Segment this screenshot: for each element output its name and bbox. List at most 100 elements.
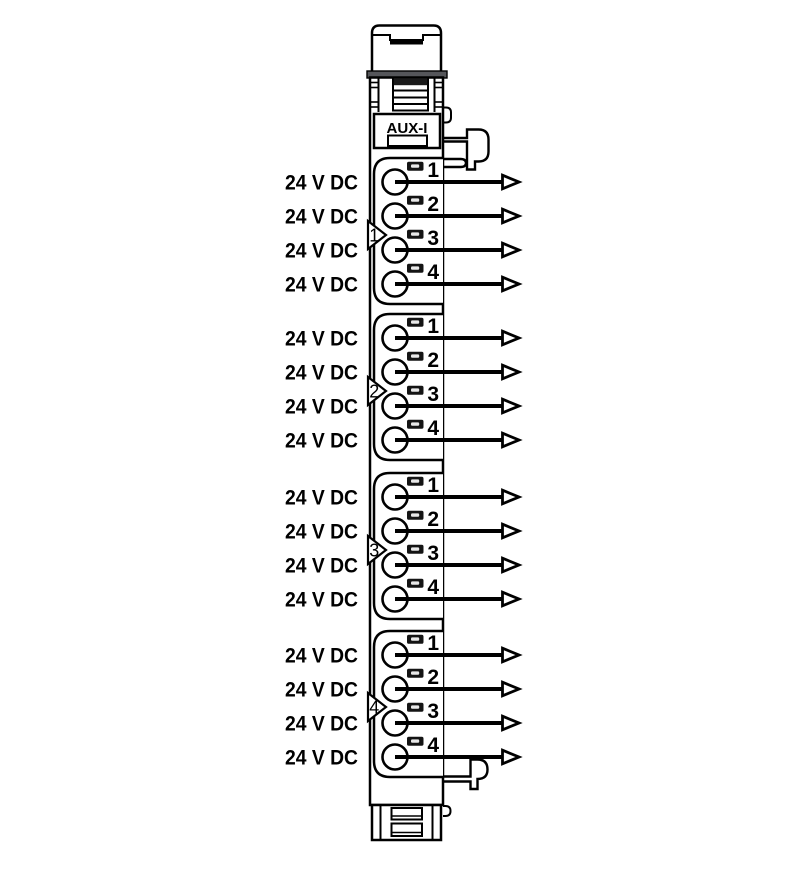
voltage-label: 24 V DC <box>285 520 358 543</box>
terminal-number: 1 <box>427 159 439 182</box>
led-slot <box>411 479 420 483</box>
led-slot <box>411 232 420 236</box>
arrowhead-icon <box>501 275 523 293</box>
terminal-number: 4 <box>427 261 439 284</box>
led-slot <box>411 354 420 358</box>
led-slot <box>411 637 420 641</box>
voltage-label: 24 V DC <box>285 273 358 296</box>
led-slot <box>411 705 420 709</box>
terminal-row: 24 V DC 4 <box>285 734 523 771</box>
release-latch-pin <box>443 157 468 169</box>
group-marker-triangle-1 <box>366 218 388 252</box>
aux-connector-label: AUX-I <box>387 121 428 137</box>
group-marker-label: 3 <box>369 540 379 560</box>
group-marker-triangle-3 <box>366 533 388 567</box>
release-latch-top <box>443 128 490 171</box>
voltage-label: 24 V DC <box>285 205 358 228</box>
terminal-row: 24 V DC 1 <box>285 159 523 196</box>
terminal-row: 24 V DC 3 <box>285 383 523 420</box>
led-slot <box>411 164 420 168</box>
voltage-label: 24 V DC <box>285 361 358 384</box>
voltage-label: 24 V DC <box>285 678 358 701</box>
aux-connector-slot <box>387 134 428 147</box>
arrowhead-icon <box>501 241 523 259</box>
bus-connector-top <box>369 76 444 112</box>
group-marker-triangle-4 <box>366 690 388 724</box>
voltage-label: 24 V DC <box>285 327 358 350</box>
terminal-number: 2 <box>427 349 439 372</box>
release-latch-bottom <box>443 758 489 791</box>
side-tab-bottom <box>443 805 452 817</box>
terminal-row: 24 V DC 2 <box>285 193 523 230</box>
terminal-row: 24 V DC 4 <box>285 417 523 454</box>
terminal-number: 4 <box>427 417 439 440</box>
contact-block-band <box>393 78 428 86</box>
terminal-row: 24 V DC 1 <box>285 474 523 511</box>
voltage-label: 24 V DC <box>285 588 358 611</box>
led-slot <box>411 547 420 551</box>
led-slot <box>411 581 420 585</box>
voltage-label: 24 V DC <box>285 644 358 667</box>
led-slot <box>411 266 420 270</box>
terminal-number: 3 <box>427 542 439 565</box>
terminal-number: 3 <box>427 383 439 406</box>
aux-connector-box <box>372 112 442 150</box>
arrowhead-icon <box>501 714 523 732</box>
voltage-label: 24 V DC <box>285 239 358 262</box>
terminal-number: 2 <box>427 666 439 689</box>
terminal-row: 24 V DC 1 <box>285 632 523 669</box>
led-slot <box>411 671 420 675</box>
terminal-number: 4 <box>427 576 439 599</box>
group-marker-triangle-2 <box>366 374 388 408</box>
arrowhead-icon <box>501 329 523 347</box>
lock-notch <box>369 81 380 89</box>
group-marker-label: 2 <box>369 381 379 401</box>
lock-notch <box>433 81 444 89</box>
arrowhead-icon <box>501 488 523 506</box>
terminal-row: 24 V DC 4 <box>285 576 523 613</box>
led-slot <box>411 739 420 743</box>
din-latch-top <box>370 24 443 71</box>
voltage-label: 24 V DC <box>285 171 358 194</box>
terminal-row: 24 V DC 3 <box>285 700 523 737</box>
group-marker-label: 1 <box>369 225 379 245</box>
led-slot <box>411 513 420 517</box>
arrowhead-icon <box>501 207 523 225</box>
arrowhead-icon <box>501 680 523 698</box>
terminal-row: 24 V DC 1 <box>285 315 523 352</box>
terminal-row: 24 V DC 2 <box>285 508 523 545</box>
led-slot <box>411 388 420 392</box>
terminal-row: 24 V DC 2 <box>285 349 523 386</box>
bus-connector-bottom <box>370 803 443 842</box>
terminal-number: 3 <box>427 227 439 250</box>
voltage-label: 24 V DC <box>285 486 358 509</box>
voltage-label: 24 V DC <box>285 554 358 577</box>
led-slot <box>411 198 420 202</box>
terminal-row: 24 V DC 3 <box>285 542 523 579</box>
group-marker-label: 4 <box>369 697 379 717</box>
voltage-label: 24 V DC <box>285 429 358 452</box>
side-tab-top <box>443 106 452 124</box>
connector-slot <box>390 807 423 821</box>
din-latch-handle-bar <box>390 40 423 45</box>
arrowhead-icon <box>501 646 523 664</box>
arrowhead-icon <box>501 431 523 449</box>
arrowhead-icon <box>501 397 523 415</box>
connector-slot <box>390 822 423 837</box>
terminal-number: 1 <box>427 632 439 655</box>
terminal-row: 24 V DC 3 <box>285 227 523 264</box>
arrowhead-icon <box>501 748 523 766</box>
arrowhead-icon <box>501 556 523 574</box>
voltage-label: 24 V DC <box>285 712 358 735</box>
terminal-number: 4 <box>427 734 439 757</box>
terminal-row: 24 V DC 4 <box>285 261 523 298</box>
terminal-number: 3 <box>427 700 439 723</box>
terminal-number: 1 <box>427 474 439 497</box>
terminal-row: 24 V DC 2 <box>285 666 523 703</box>
arrowhead-icon <box>501 363 523 381</box>
arrowhead-icon <box>501 590 523 608</box>
arrowhead-icon <box>501 173 523 191</box>
terminal-number: 2 <box>427 508 439 531</box>
voltage-label: 24 V DC <box>285 746 358 769</box>
